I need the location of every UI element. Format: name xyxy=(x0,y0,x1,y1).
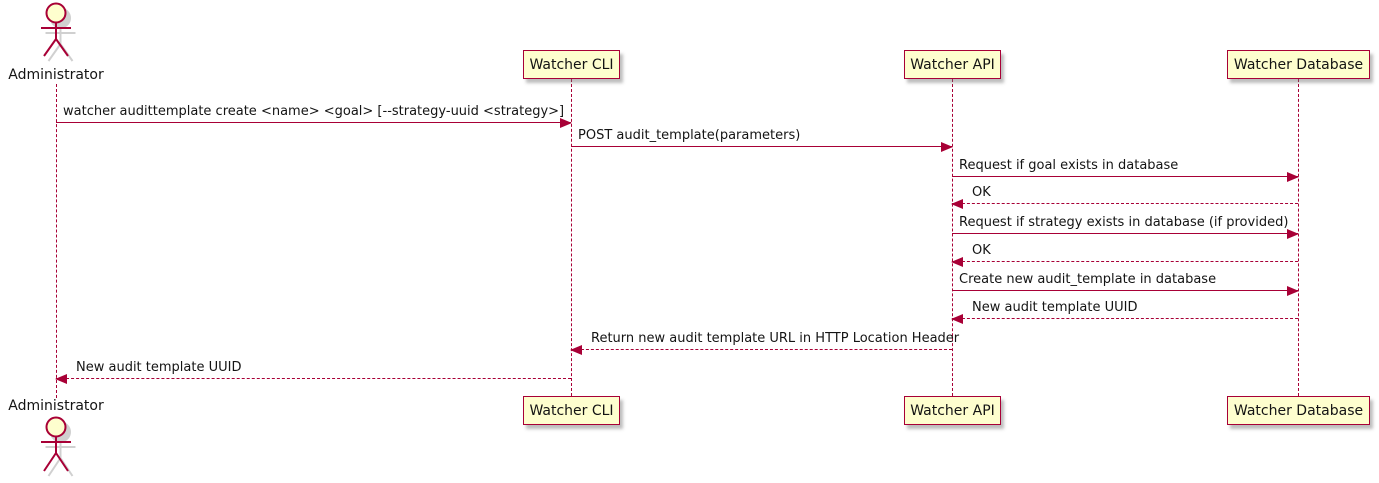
actor-icon xyxy=(41,416,76,477)
lifeline-watcher-cli xyxy=(571,79,572,396)
participant-watcher-database-bottom: Watcher Database xyxy=(1227,396,1370,425)
arrowhead-icon xyxy=(951,198,963,209)
participant-watcher-api-bottom: Watcher API xyxy=(904,396,1001,425)
sequence-message: POST audit_template(parameters) xyxy=(571,128,953,152)
message-line xyxy=(952,233,1298,234)
sequence-message: New audit template UUID xyxy=(951,300,1298,324)
message-label: OK xyxy=(972,243,991,258)
message-line xyxy=(952,318,1298,319)
arrowhead-icon xyxy=(1287,171,1299,182)
message-label: watcher audittemplate create <name> <goa… xyxy=(63,104,565,119)
message-label: POST audit_template(parameters) xyxy=(578,128,801,143)
message-label: Request if goal exists in database xyxy=(959,158,1179,173)
message-line xyxy=(571,349,952,350)
message-label: OK xyxy=(972,185,991,200)
sequence-message: New audit template UUID xyxy=(55,360,571,384)
sequence-message: OK xyxy=(951,243,1298,267)
participant-label: Watcher Database xyxy=(1233,402,1364,419)
participant-label: Watcher CLI xyxy=(529,56,614,73)
lifeline-watcher-api xyxy=(952,79,953,396)
message-line xyxy=(952,176,1298,177)
arrowhead-icon xyxy=(951,313,963,324)
message-line xyxy=(56,378,571,379)
participant-watcher-cli-top: Watcher CLI xyxy=(523,50,620,79)
arrowhead-icon xyxy=(55,373,67,384)
sequence-message: Request if goal exists in database xyxy=(952,158,1299,182)
message-line xyxy=(952,290,1298,291)
participant-label: Watcher API xyxy=(910,56,995,73)
sequence-message: watcher audittemplate create <name> <goa… xyxy=(56,104,572,128)
sequence-message: Return new audit template URL in HTTP Lo… xyxy=(570,331,960,355)
arrowhead-icon xyxy=(570,344,582,355)
arrowhead-icon xyxy=(1287,228,1299,239)
participant-watcher-cli-bottom: Watcher CLI xyxy=(523,396,620,425)
message-line xyxy=(952,203,1298,204)
arrowhead-icon xyxy=(951,256,963,267)
lifeline-administrator xyxy=(56,84,57,398)
participant-label: Watcher Database xyxy=(1233,56,1364,73)
message-label: New audit template UUID xyxy=(76,360,242,375)
message-line xyxy=(952,261,1298,262)
participant-label: Watcher API xyxy=(910,402,995,419)
sequence-message: OK xyxy=(951,185,1298,209)
message-label: Request if strategy exists in database (… xyxy=(959,215,1289,230)
participant-watcher-database-top: Watcher Database xyxy=(1227,50,1370,79)
message-label: Create new audit_template in database xyxy=(959,272,1217,287)
message-line xyxy=(571,146,952,147)
arrowhead-icon xyxy=(1287,285,1299,296)
participant-label: Watcher CLI xyxy=(529,402,614,419)
message-label: New audit template UUID xyxy=(972,300,1138,315)
sequence-message: Request if strategy exists in database (… xyxy=(952,215,1299,239)
arrowhead-icon xyxy=(560,117,572,128)
actor-icon xyxy=(41,2,76,62)
actor-label-top: Administrator xyxy=(8,67,104,83)
participant-watcher-api-top: Watcher API xyxy=(904,50,1001,79)
sequence-message: Create new audit_template in database xyxy=(952,272,1299,296)
arrowhead-icon xyxy=(941,141,953,152)
actor-label-bottom: Administrator xyxy=(8,398,104,414)
message-line xyxy=(56,122,571,123)
message-label: Return new audit template URL in HTTP Lo… xyxy=(591,331,960,346)
